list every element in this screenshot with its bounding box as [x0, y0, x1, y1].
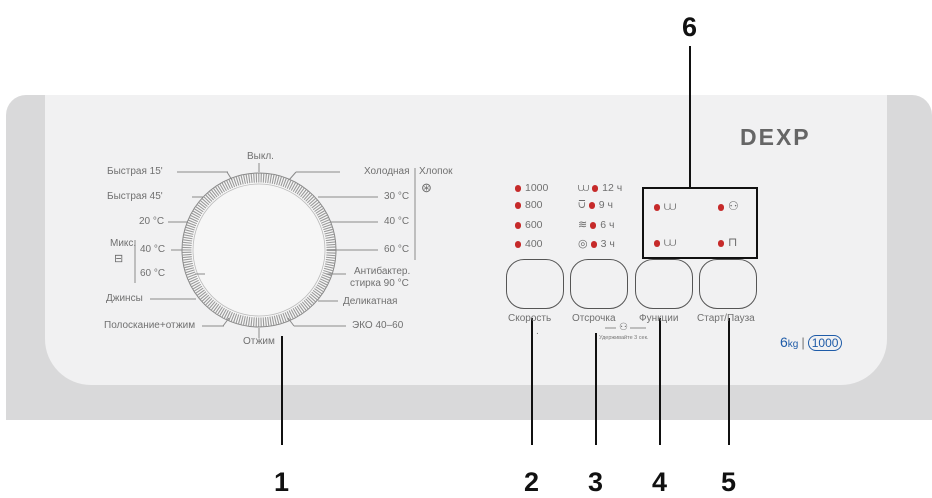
program-mix-20: 20 °C — [139, 216, 165, 227]
delay-led-12: ⩊ 12 ч — [578, 182, 622, 194]
led-indicator — [515, 240, 521, 248]
program-rinse-spin: Полоскание+отжим — [104, 320, 196, 331]
led-indicator — [718, 203, 724, 211]
program-dial[interactable] — [181, 172, 337, 328]
program-off: Выкл. — [247, 151, 274, 162]
functions-button-label: Функции — [639, 313, 679, 324]
delay-led-9: ⩂ 9 ч — [578, 199, 613, 211]
cotton-group-label: Хлопок — [419, 166, 453, 177]
dial-leader-lines — [134, 46, 730, 445]
function-led-child-lock: ⚇ — [718, 200, 739, 213]
delay-button[interactable] — [570, 259, 628, 309]
prewash-icon: ⩂ — [578, 199, 586, 211]
program-quick-45: Быстрая 45' — [107, 191, 163, 202]
speed-value: 600 — [525, 219, 543, 231]
callout-4: 4 — [652, 467, 668, 497]
speed-button[interactable] — [506, 259, 564, 309]
program-eco: ЭКО 40–60 — [352, 320, 404, 331]
intensive-wash-icon: ⩊ — [664, 235, 677, 249]
delay-value: 6 ч — [600, 219, 615, 231]
led-indicator — [588, 201, 595, 209]
function-led-prewash: ⩊ — [654, 200, 676, 213]
cotton-icon: ⊛ — [421, 180, 432, 195]
speed-value: 400 — [525, 238, 543, 250]
start-pause-button[interactable] — [699, 259, 757, 309]
functions-button[interactable] — [635, 259, 693, 309]
spin-speed-badge: 1000 — [807, 335, 843, 351]
program-antibacterial-90: стирка 90 °C — [350, 278, 409, 289]
led-indicator — [654, 203, 660, 211]
start-pause-button-label: Старт/Пауза — [697, 313, 755, 324]
basin-icon: ⩊ — [578, 182, 590, 194]
program-mix-60: 60 °C — [140, 268, 166, 279]
basin-icon: ⩊ — [664, 199, 677, 213]
mix-group-label: Микс. — [110, 238, 137, 249]
led-indicator — [590, 240, 597, 248]
capacity-separator: | — [801, 335, 805, 350]
delay-value: 9 ч — [598, 199, 613, 211]
mix-icon: ⊟ — [114, 253, 124, 265]
speed-value: 800 — [525, 199, 543, 211]
function-led-intensive: ⩊ — [654, 236, 676, 249]
hold-hint-text: Удерживайте 3 сек. — [599, 335, 649, 341]
rinse-icon: ≋ — [578, 219, 588, 231]
led-indicator — [592, 184, 599, 192]
program-spin: Отжим — [243, 336, 275, 347]
callout-6: 6 — [682, 12, 698, 42]
led-indicator — [515, 221, 521, 229]
delay-led-3: ◎ 3 ч — [578, 238, 615, 250]
function-led-door-lock: ⊓ — [718, 236, 737, 249]
speed-led-800: 800 — [515, 199, 543, 211]
led-indicator — [515, 184, 521, 192]
capacity-badge: 6kg|1000 — [780, 334, 843, 351]
program-cotton-30: 30 °C — [384, 191, 410, 202]
callout-1: 1 — [274, 467, 290, 497]
program-quick-15: Быстрая 15' — [107, 166, 163, 177]
child-lock-hint-icon: ⚇ — [619, 322, 628, 333]
delay-value: 12 ч — [602, 182, 623, 194]
program-jeans: Джинсы — [106, 293, 143, 304]
capacity-unit: kg — [787, 339, 799, 350]
delay-button-label: Отсрочка — [572, 313, 616, 324]
program-delicate: Деликатная — [343, 296, 398, 307]
delay-value: 3 ч — [600, 238, 615, 250]
callout-5: 5 — [721, 467, 737, 497]
program-mix-40: 40 °C — [140, 244, 166, 255]
lock-icon: ⊓ — [728, 235, 738, 249]
speed-led-1000: 1000 — [515, 182, 548, 194]
led-indicator — [515, 201, 521, 209]
child-lock-icon: ⚇ — [728, 199, 739, 213]
program-antibacterial: Антибактер. — [354, 266, 411, 277]
speed-dot: . — [536, 326, 539, 337]
capacity-value: 6 — [780, 334, 788, 350]
speed-value: 1000 — [525, 182, 549, 194]
callout-3: 3 — [588, 467, 604, 497]
speed-led-600: 600 — [515, 219, 543, 231]
callout-2: 2 — [524, 467, 540, 497]
led-indicator — [718, 239, 724, 247]
program-cotton-40: 40 °C — [384, 216, 410, 227]
led-indicator — [654, 239, 660, 247]
function-indicator-panel — [642, 187, 758, 259]
spin-icon: ◎ — [578, 238, 588, 250]
program-cold: Холодная — [364, 166, 410, 177]
program-cotton-60: 60 °C — [384, 244, 410, 255]
brand-logo: DEXP — [740, 124, 811, 150]
led-indicator — [590, 221, 597, 229]
speed-button-label: Скорость — [508, 313, 552, 324]
speed-led-400: 400 — [515, 238, 543, 250]
delay-led-6: ≋ 6 ч — [578, 219, 614, 231]
